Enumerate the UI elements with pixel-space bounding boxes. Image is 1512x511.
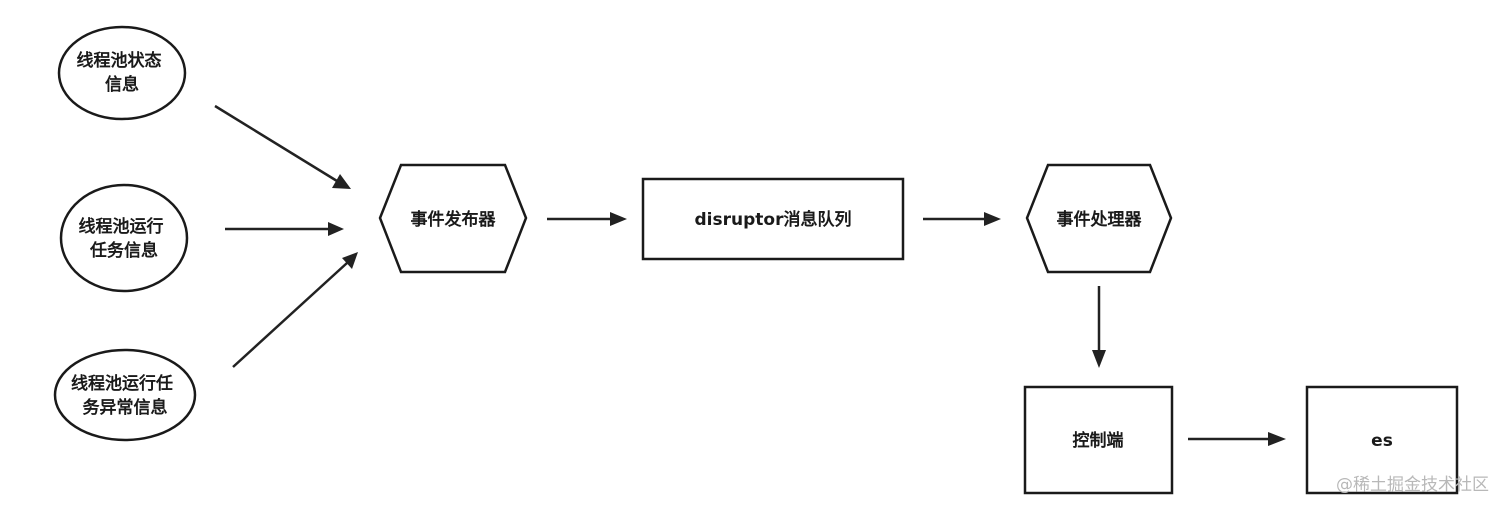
node-pool-exception: 线程池运行任 务异常信息 bbox=[53, 348, 197, 442]
watermark-text: @稀土掘金技术社区 bbox=[1336, 475, 1489, 495]
publisher-label: 事件发布器 bbox=[411, 209, 497, 230]
console-box bbox=[1023, 385, 1174, 495]
pool-task-line-1: 线程池运行 bbox=[79, 216, 164, 237]
pool-task-line-2: 任务信息 bbox=[89, 240, 158, 261]
node-es: es bbox=[1305, 385, 1459, 495]
handler-label: 事件处理器 bbox=[1057, 209, 1143, 230]
console-label: 控制端 bbox=[1073, 430, 1124, 451]
edge-task-to-publisher bbox=[225, 222, 344, 236]
pool-exception-line-2: 务异常信息 bbox=[83, 397, 168, 418]
node-pool-status: 线程池状态 信息 bbox=[57, 25, 187, 121]
node-console: 控制端 bbox=[1023, 385, 1174, 495]
arrowhead-icon bbox=[984, 212, 1001, 226]
edge-console-to-es bbox=[1188, 432, 1286, 446]
edge-handler-to-console bbox=[1092, 286, 1106, 368]
pool-status-label: 线程池状态 信息 bbox=[77, 50, 168, 95]
pool-status-ellipse bbox=[57, 25, 187, 121]
pool-status-line-1: 线程池状态 bbox=[77, 50, 162, 71]
pool-status-line-2: 信息 bbox=[105, 74, 139, 95]
node-publisher: 事件发布器 bbox=[378, 163, 528, 274]
queue-box bbox=[641, 177, 905, 261]
node-handler: 事件处理器 bbox=[1025, 163, 1173, 274]
edge-status-to-publisher bbox=[214, 104, 351, 189]
pool-exception-label: 线程池运行任 务异常信息 bbox=[71, 373, 179, 418]
arrowhead-icon bbox=[1092, 350, 1106, 368]
pool-exception-line-1: 线程池运行任 bbox=[71, 373, 173, 394]
edge-exception-to-publisher bbox=[232, 252, 358, 368]
pool-task-ellipse bbox=[59, 183, 189, 293]
es-box bbox=[1305, 385, 1459, 495]
node-pool-task: 线程池运行 任务信息 bbox=[59, 183, 189, 293]
edge-queue-to-handler bbox=[923, 212, 1001, 226]
publisher-hexagon bbox=[378, 163, 528, 274]
edge-publisher-to-queue bbox=[547, 212, 627, 226]
arrowhead-icon bbox=[610, 212, 627, 226]
node-queue: disruptor消息队列 bbox=[641, 177, 905, 261]
arrowhead-icon bbox=[328, 222, 344, 236]
arrowhead-icon bbox=[1268, 432, 1286, 446]
pool-exception-ellipse bbox=[53, 348, 197, 442]
arrowhead-icon bbox=[332, 174, 351, 189]
handler-hexagon bbox=[1025, 163, 1173, 274]
es-label: es bbox=[1371, 431, 1393, 451]
arrowhead-icon bbox=[342, 252, 358, 269]
pool-task-label: 线程池运行 任务信息 bbox=[79, 216, 170, 261]
queue-label: disruptor消息队列 bbox=[695, 209, 852, 230]
